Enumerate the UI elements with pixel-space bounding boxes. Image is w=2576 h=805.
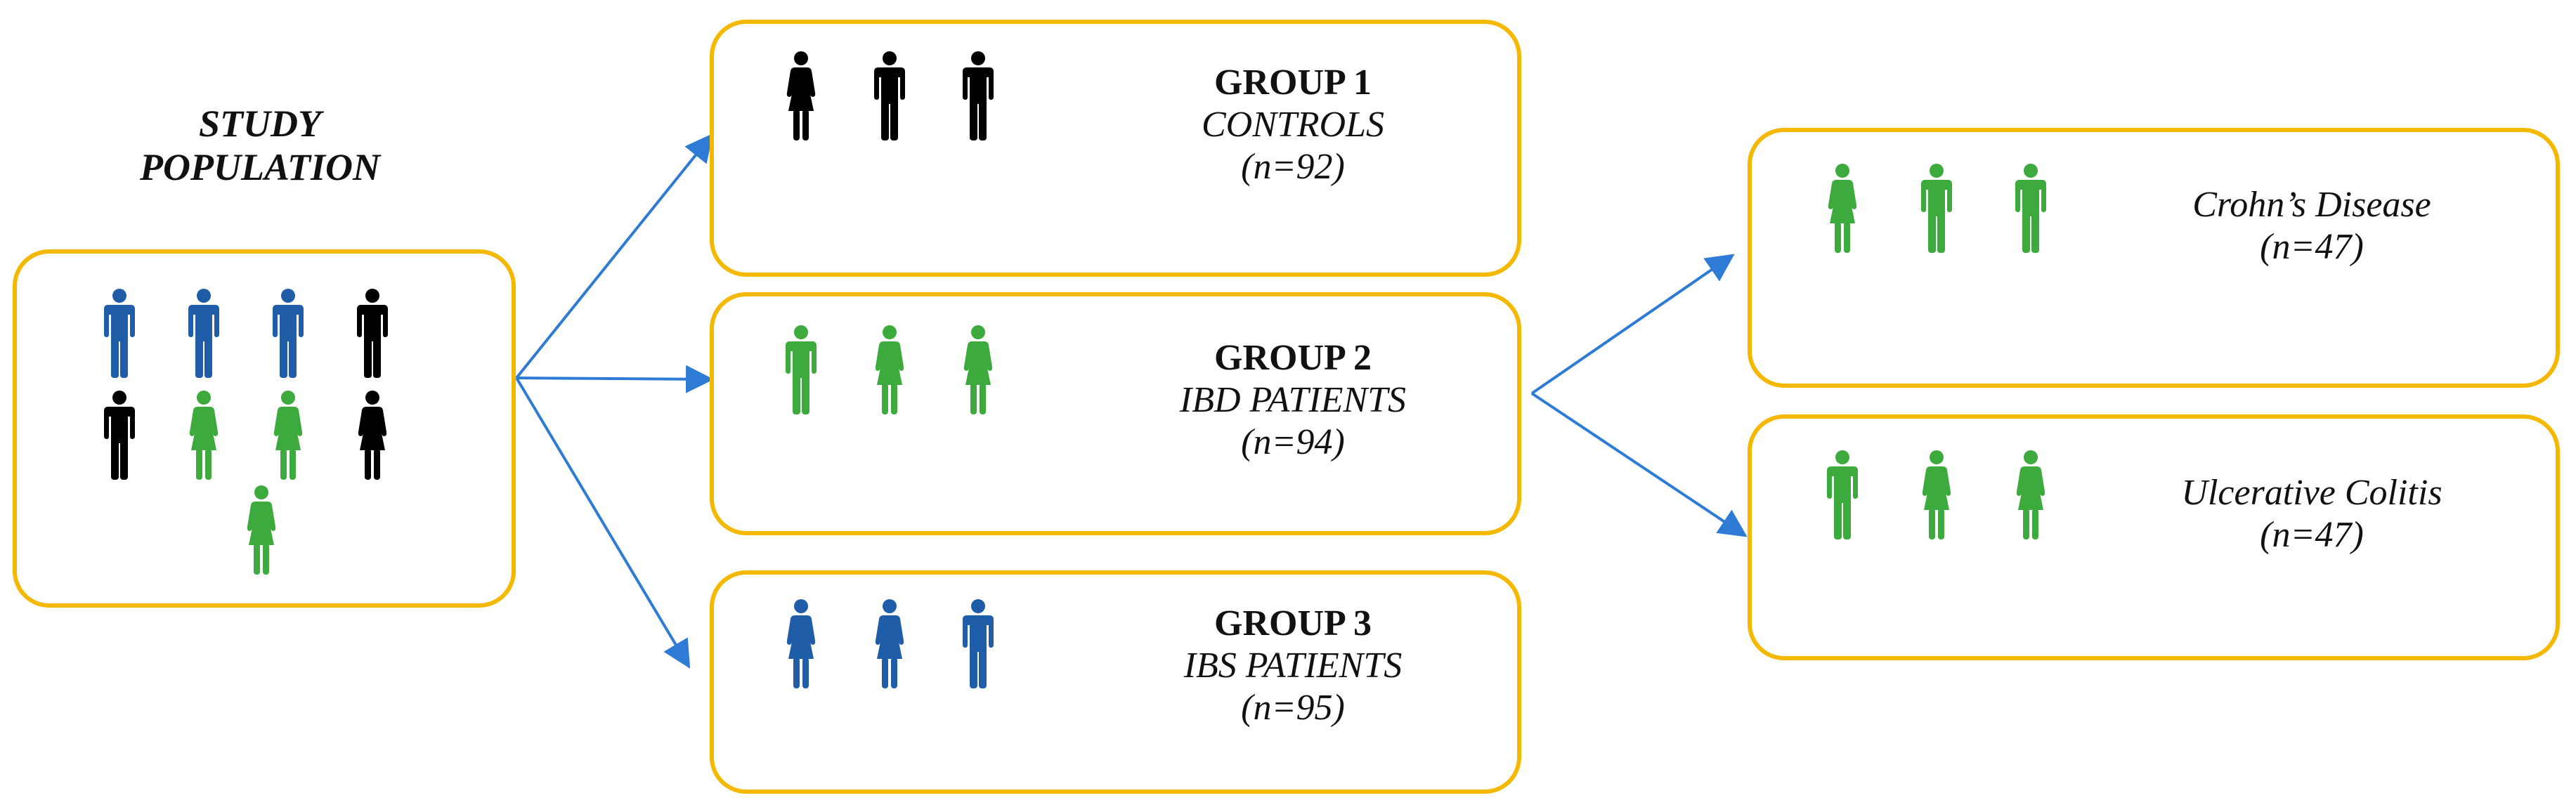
- arrow-to-group-1: [515, 133, 714, 379]
- crohns-count: (n=47): [2260, 226, 2364, 267]
- group-2-label: IBD PATIENTS: [1179, 379, 1407, 420]
- female-person-icon: [1922, 450, 1951, 539]
- group-1-box: [710, 20, 1521, 277]
- male-person-icon: [1921, 164, 1952, 253]
- female-person-icon: [247, 485, 276, 575]
- ulcerative-colitis-box: [1748, 414, 2560, 660]
- study-people-row-2: [98, 390, 393, 481]
- group-1-text: GROUP 1 CONTROLS (n=92): [1096, 62, 1490, 188]
- crohns-people: [1821, 163, 2052, 254]
- ulcerative-colitis-label: Ulcerative Colitis: [2181, 473, 2442, 513]
- ulcerative-colitis-text: Ulcerative Colitis (n=47): [2097, 472, 2526, 556]
- ulcerative-colitis-people: [1821, 450, 2052, 541]
- group-1-heading: GROUP 1: [1214, 63, 1372, 103]
- female-person-icon: [2016, 450, 2045, 539]
- crohns-text: Crohn’s Disease (n=47): [2097, 184, 2526, 268]
- male-person-icon: [874, 51, 905, 140]
- study-title-line-2: POPULATION: [140, 146, 380, 189]
- study-people-row-1: [98, 288, 393, 379]
- female-person-icon: [963, 325, 993, 414]
- group-3-heading: GROUP 3: [1214, 603, 1372, 643]
- female-person-icon: [875, 325, 904, 414]
- female-person-icon: [786, 51, 816, 140]
- female-person-icon: [189, 391, 219, 480]
- crohns-label: Crohn’s Disease: [2192, 185, 2431, 225]
- male-person-icon: [104, 391, 135, 480]
- study-people-row-3: [240, 485, 282, 576]
- arrow-to-group-3: [515, 377, 691, 669]
- group-1-count: (n=92): [1241, 146, 1345, 187]
- arrow-to-ulcerative-colitis: [1530, 392, 1748, 537]
- group-2-heading: GROUP 2: [1214, 338, 1372, 378]
- group-2-count: (n=94): [1241, 421, 1345, 462]
- group-3-text: GROUP 3 IBS PATIENTS (n=95): [1096, 603, 1490, 728]
- male-person-icon: [188, 289, 219, 378]
- male-person-icon: [963, 51, 994, 140]
- male-person-icon: [357, 289, 388, 378]
- male-person-icon: [273, 289, 304, 378]
- male-person-icon: [2015, 164, 2046, 253]
- group-2-people: [780, 325, 999, 416]
- group-1-people: [780, 51, 999, 142]
- study-title-line-1: STUDY: [199, 103, 321, 145]
- female-person-icon: [875, 599, 904, 688]
- female-person-icon: [786, 599, 816, 688]
- group-3-people: [780, 598, 999, 690]
- group-2-text: GROUP 2 IBD PATIENTS (n=94): [1096, 337, 1490, 463]
- arrow-to-crohns: [1530, 254, 1735, 395]
- arrow-to-group-2: [516, 365, 714, 393]
- group-1-label: CONTROLS: [1201, 104, 1385, 145]
- study-population-title: STUDY POPULATION: [112, 102, 408, 189]
- group-3-box: [710, 570, 1521, 794]
- group-3-label: IBS PATIENTS: [1183, 645, 1403, 686]
- male-person-icon: [786, 325, 817, 414]
- crohns-box: [1748, 128, 2560, 388]
- male-person-icon: [104, 289, 135, 378]
- group-3-count: (n=95): [1241, 687, 1345, 728]
- female-person-icon: [273, 391, 303, 480]
- male-person-icon: [1827, 450, 1858, 539]
- male-person-icon: [963, 599, 994, 688]
- ulcerative-colitis-count: (n=47): [2260, 514, 2364, 555]
- group-2-box: [710, 292, 1521, 535]
- female-person-icon: [358, 391, 387, 480]
- female-person-icon: [1828, 164, 1857, 253]
